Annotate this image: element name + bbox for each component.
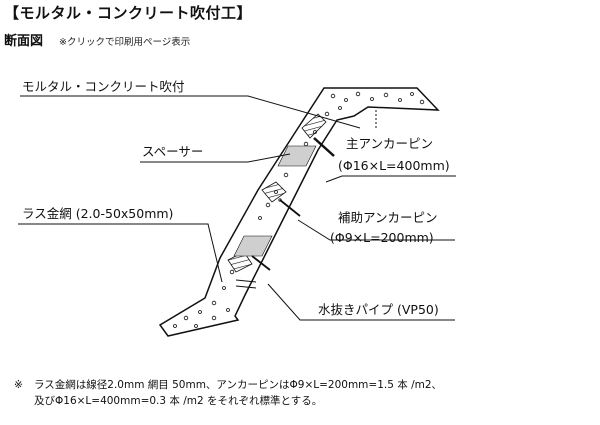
lath-mesh bbox=[227, 113, 327, 273]
label-main-anchor: 主アンカーピン bbox=[346, 136, 433, 151]
label-sub-anchor: 補助アンカーピン bbox=[338, 210, 438, 225]
ground-line bbox=[244, 149, 319, 296]
leader-lines bbox=[18, 95, 456, 321]
label-lath: ラス金網 (2.0-50x50mm) bbox=[22, 206, 173, 221]
footnote-mark: ※ bbox=[14, 379, 23, 391]
section-title: 断面図 bbox=[4, 34, 44, 49]
print-page-link[interactable]: ※クリックで印刷用ページ表示 bbox=[59, 37, 191, 48]
spacers bbox=[233, 145, 317, 257]
label-main-anchor-spec: (Φ16×L=400mm) bbox=[338, 158, 450, 173]
drain-pipe bbox=[235, 279, 257, 289]
label-drain: 水抜きパイプ (VP50) bbox=[318, 302, 439, 317]
footnote-line-2: 及びΦ16×L=400mm=0.3 本 /m2 をそれぞれ標準とする。 bbox=[34, 395, 323, 407]
label-spacer: スペーサー bbox=[142, 144, 203, 159]
label-mortar: モルタル・コンクリート吹付 bbox=[22, 79, 185, 94]
shotcrete-layer bbox=[158, 87, 440, 337]
anchor-pins bbox=[251, 137, 335, 271]
page-title: 【モルタル・コンクリート吹付工】 bbox=[4, 4, 253, 22]
footnote: ※ ラス金網は線径2.0mm 網目 50mm、アンカーピンはΦ9×L=200mm… bbox=[14, 377, 442, 409]
subheader: 断面図 ※クリックで印刷用ページ表示 bbox=[4, 30, 190, 49]
footnote-line-1: ラス金網は線径2.0mm 網目 50mm、アンカーピンはΦ9×L=200mm=1… bbox=[34, 379, 443, 391]
label-sub-anchor-spec: (Φ9×L=200mm) bbox=[330, 230, 434, 245]
